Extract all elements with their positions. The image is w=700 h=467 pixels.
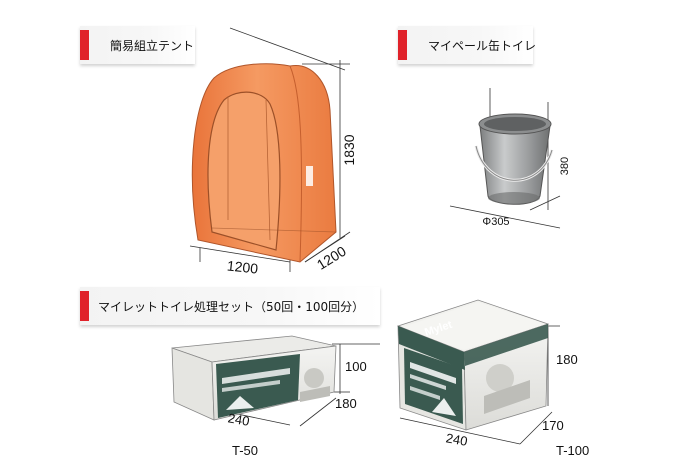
t100-height-label: 180: [556, 352, 578, 367]
tent-height-label: 1830: [341, 134, 357, 165]
tent-illustration: 1830 1200 1200: [189, 27, 357, 277]
tent-depth-label: 1200: [314, 243, 349, 273]
pail-diameter-label: Φ305: [482, 216, 509, 228]
t50-height-label: 100: [345, 359, 367, 374]
pail-illustration: 380 Φ305: [449, 88, 571, 229]
t50-width-label: 240: [227, 410, 251, 429]
t50-model-caption: T-50: [232, 443, 259, 458]
header-bar: [80, 26, 195, 64]
section-title-pail: マイペール缶トイレ: [428, 39, 537, 53]
section-header-kits: マイレットトイレ処理セット（50回・100回分）: [80, 287, 380, 325]
header-bar: [80, 287, 380, 325]
section-header-tent: 簡易組立テント: [80, 26, 195, 64]
header-accent: [80, 30, 89, 60]
header-bar: [398, 26, 533, 64]
t50-depth-label: 180: [335, 396, 357, 411]
section-title-tent: 簡易組立テント: [110, 39, 195, 53]
kit-t50-illustration: 100 180 240: [171, 335, 380, 429]
t100-width-label: 240: [445, 430, 469, 449]
header-accent: [80, 291, 89, 321]
kit-t100-illustration: Mylet 180 170 240: [396, 299, 578, 449]
t100-model-caption: T-100: [556, 443, 590, 458]
tent-width-label: 1200: [226, 257, 259, 276]
pail-height-label: 380: [559, 157, 571, 175]
section-header-pail: マイペール缶トイレ: [398, 26, 537, 64]
header-accent: [398, 30, 407, 60]
t100-depth-label: 170: [542, 418, 564, 433]
section-title-kits: マイレットトイレ処理セット（50回・100回分）: [98, 300, 365, 314]
